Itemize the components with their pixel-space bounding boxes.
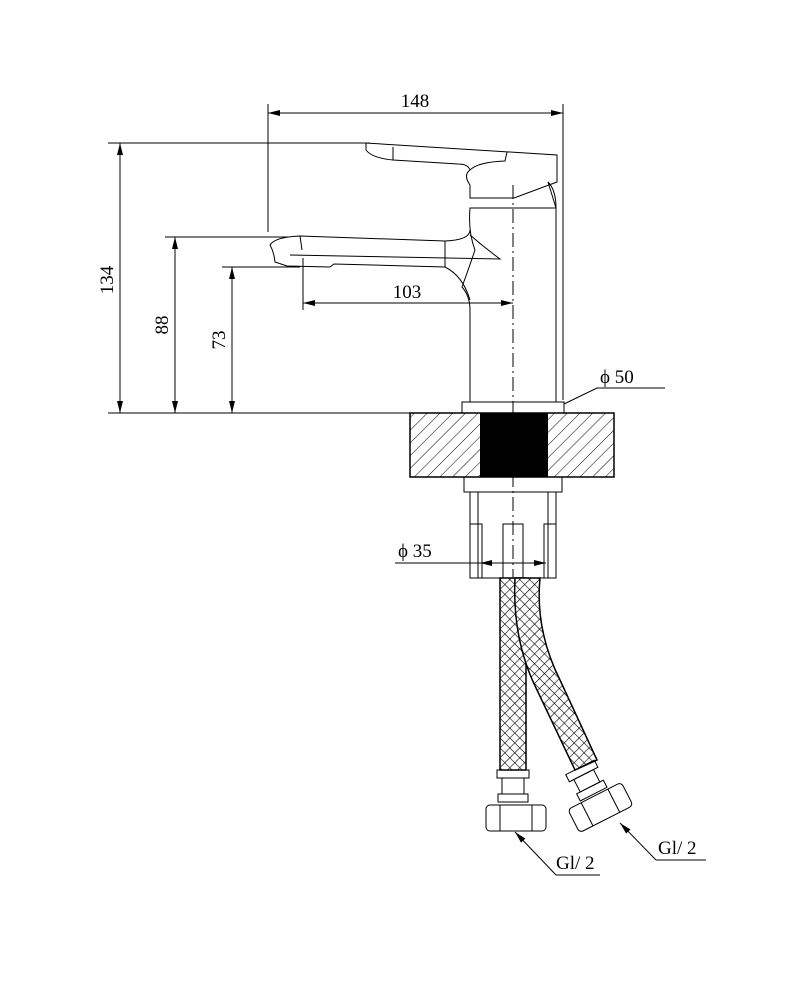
connection-thread-left: Gl/ 2 <box>556 853 595 874</box>
dim-label-88: 88 <box>152 316 173 335</box>
connection-label-left: Gl/ 2 <box>514 831 600 876</box>
dim-label-phi50: ϕ 50 <box>600 367 634 388</box>
flexible-hose-right <box>513 577 633 832</box>
connection-label-right: Gl/ 2 <box>619 822 706 861</box>
dimension-phi35: ϕ 35 <box>395 541 546 566</box>
dimension-148: 148 <box>267 91 564 400</box>
dimension-88: 88 <box>152 236 290 413</box>
dim-label-148: 148 <box>401 91 430 112</box>
dimension-73: 73 <box>209 266 300 413</box>
dim-label-73: 73 <box>209 331 230 350</box>
dim-label-phi35: ϕ 35 <box>398 541 432 562</box>
connection-thread-right: Gl/ 2 <box>658 838 697 859</box>
dim-label-103: 103 <box>393 282 422 303</box>
faucet-body <box>269 142 558 590</box>
dimension-134: 134 <box>97 142 370 413</box>
countertop-section <box>409 412 615 478</box>
dimension-phi50: ϕ 50 <box>563 367 665 405</box>
dim-label-134: 134 <box>97 265 118 294</box>
